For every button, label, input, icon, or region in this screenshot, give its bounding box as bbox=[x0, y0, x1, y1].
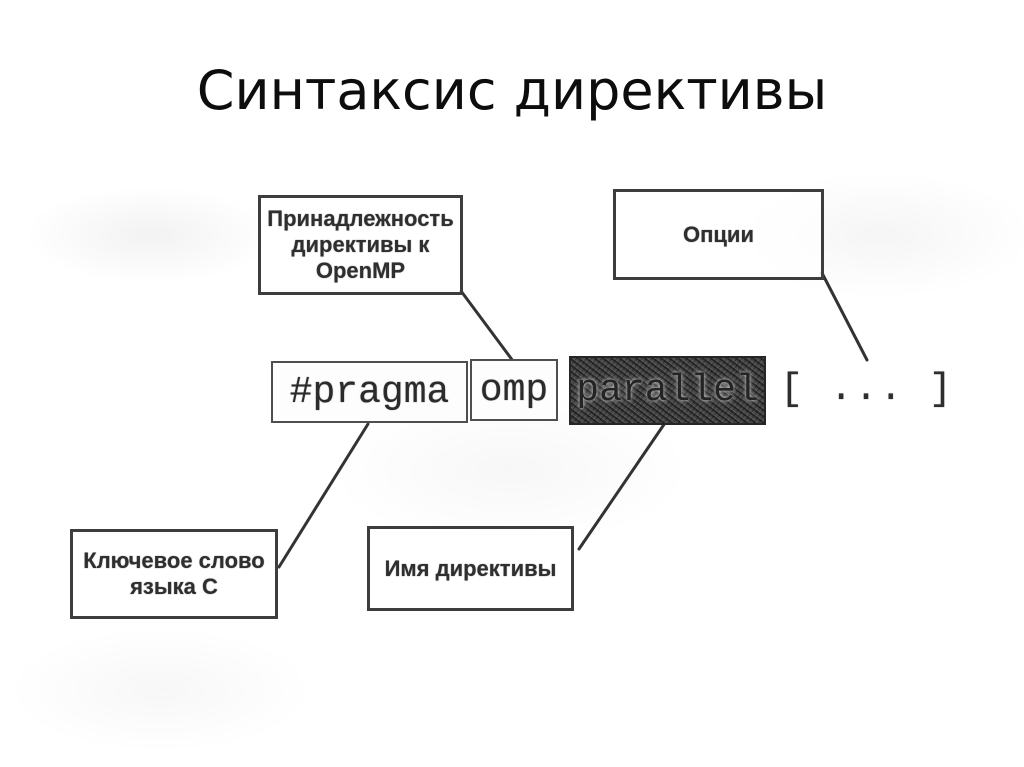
callout-directive-name: Имя директивы bbox=[367, 526, 574, 611]
connector-parallel-to-name bbox=[577, 421, 667, 551]
connector-openmp-to-omp bbox=[459, 289, 515, 363]
code-token-parallel-text: parallel bbox=[576, 369, 759, 412]
callout-c-keyword: Ключевое слово языка C bbox=[70, 529, 278, 619]
code-token-omp: omp bbox=[470, 359, 558, 421]
callout-options-label: Опции bbox=[683, 221, 754, 247]
callout-options: Опции bbox=[613, 189, 824, 280]
code-token-pragma-text: #pragma bbox=[289, 370, 450, 414]
connector-options-to-brackets bbox=[820, 271, 869, 362]
callout-directive-name-label: Имя директивы bbox=[384, 555, 557, 581]
page-title: Синтаксис директивы bbox=[196, 59, 828, 122]
code-token-omp-text: omp bbox=[479, 368, 549, 412]
callout-openmp-membership: Принадлежность директивы к OpenMP bbox=[258, 195, 463, 295]
connector-pragma-to-keyword bbox=[277, 422, 370, 569]
code-token-options-brackets: [ ... ] bbox=[778, 358, 956, 420]
callout-c-keyword-label: Ключевое слово языка C bbox=[83, 548, 265, 599]
callout-openmp-membership-label: Принадлежность директивы к OpenMP bbox=[267, 206, 454, 283]
code-token-pragma: #pragma bbox=[271, 361, 468, 423]
code-token-parallel-highlighted: parallel bbox=[569, 356, 766, 425]
code-token-options-brackets-text: [ ... ] bbox=[780, 367, 954, 411]
